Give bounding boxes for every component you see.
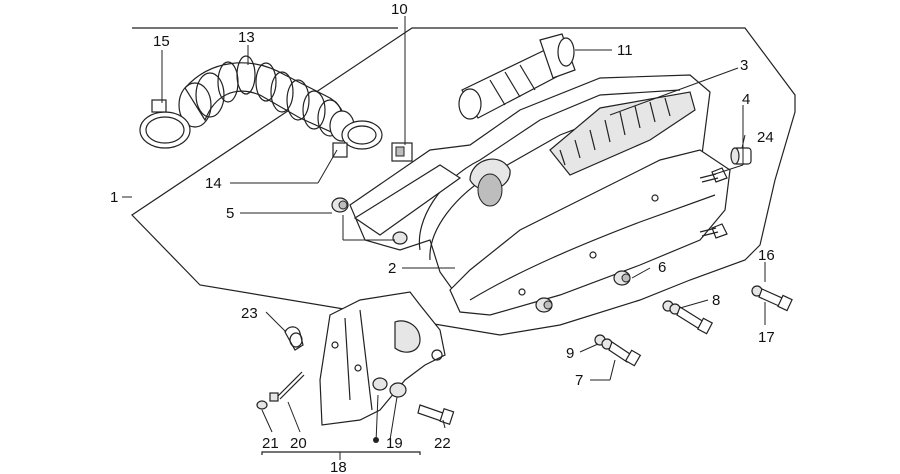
callout-18: 18 (330, 459, 347, 474)
hose-clamp-right (332, 120, 383, 158)
air-filter-element (549, 91, 696, 176)
leader-lines (122, 16, 766, 443)
callout-17: 17 (758, 329, 775, 346)
screw-4-lower (699, 223, 728, 239)
bolt-22 (417, 404, 455, 425)
wire-clip (284, 326, 304, 351)
spacer-19 (372, 377, 407, 398)
assembly-1-boundary (131, 27, 796, 336)
hose-clamp-left (139, 99, 191, 149)
callout-10: 10 (391, 1, 408, 18)
grommet (331, 197, 349, 213)
lower-cover (319, 291, 446, 426)
callout-20: 20 (290, 435, 307, 452)
callout-13: 13 (238, 29, 255, 46)
retaining-clip (391, 142, 413, 162)
callout-14: 14 (205, 175, 222, 192)
callout-3: 3 (740, 57, 748, 74)
callout-7: 7 (575, 372, 583, 389)
air-box-base (449, 149, 731, 316)
rubber-cap (730, 147, 752, 165)
grommet-2 (392, 231, 408, 245)
bolt-16 (751, 285, 793, 312)
callout-24: 24 (757, 129, 774, 146)
callout-2: 2 (388, 260, 396, 277)
callout-16: 16 (758, 247, 775, 264)
spacer-6-lower (535, 297, 553, 313)
callout-8: 8 (712, 292, 720, 309)
callout-19: 19 (386, 435, 403, 452)
callout-15: 15 (153, 33, 170, 50)
bolt-7 (594, 334, 642, 367)
callout-6: 6 (658, 259, 666, 276)
callout-11: 11 (617, 42, 633, 59)
callouts: 10 11 3 4 24 13 15 14 5 1 2 6 8 16 17 9 … (110, 1, 775, 474)
callout-22: 22 (434, 435, 451, 452)
intake-hose (178, 55, 355, 142)
bolt-8 (662, 300, 714, 335)
spacer-6 (613, 270, 631, 286)
callout-9: 9 (566, 345, 574, 362)
callout-21: 21 (262, 435, 279, 452)
housing-side-rail (353, 164, 462, 236)
callout-4: 4 (742, 91, 750, 108)
intake-snorkel (458, 33, 576, 120)
callout-23: 23 (241, 305, 258, 322)
assembly-18-bracket (261, 451, 421, 455)
callout-1: 1 (110, 189, 118, 206)
drain-screw (256, 371, 305, 410)
callout-5: 5 (226, 205, 234, 222)
